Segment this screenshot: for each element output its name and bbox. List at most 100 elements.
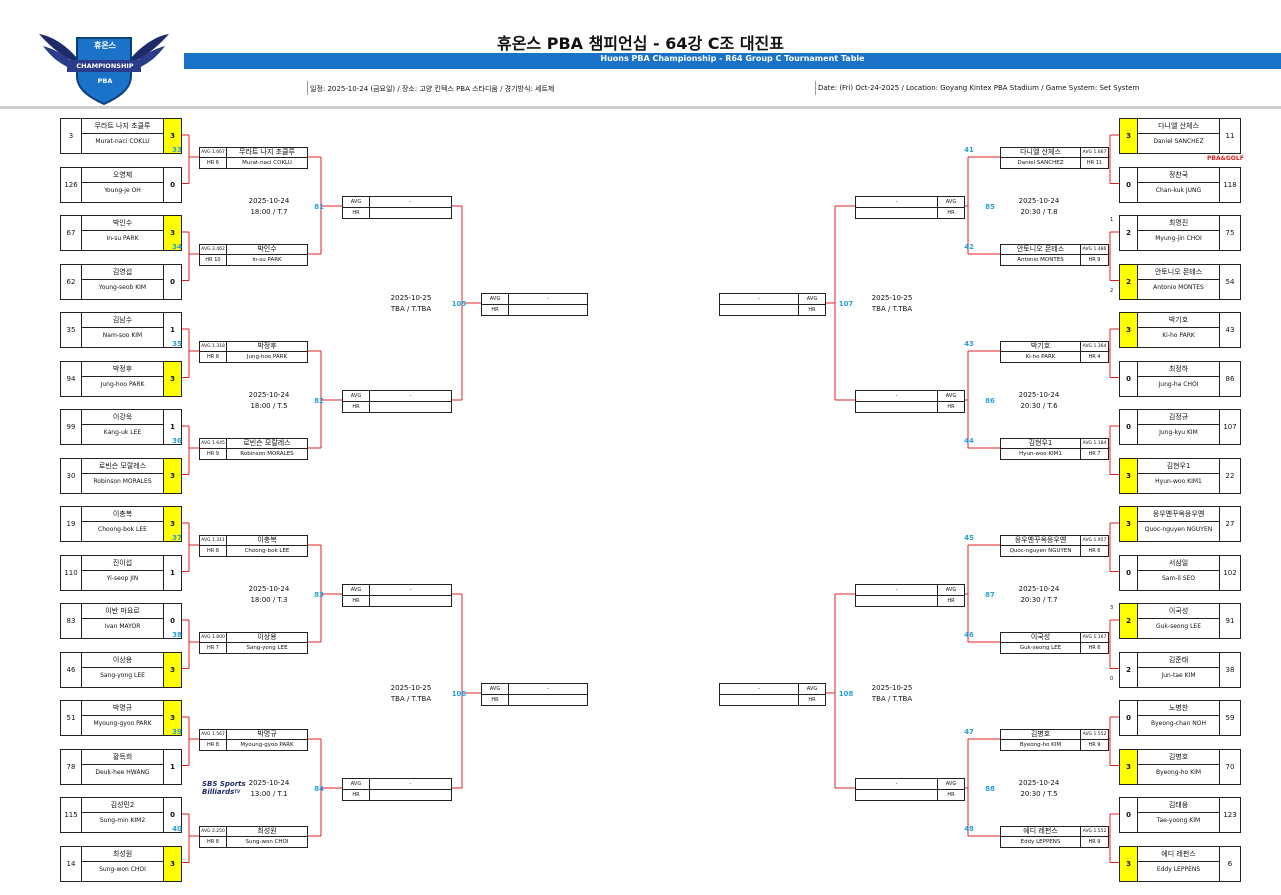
player-name-kr: 무라트 나지 초클루: [82, 119, 163, 134]
avg-value: -: [895, 781, 898, 787]
player-name-kr: 김병호: [1138, 750, 1219, 765]
round2-name-kr: 이국성: [1001, 633, 1080, 643]
hr-value: [370, 402, 451, 412]
match-number: 108: [838, 690, 854, 698]
round2-hr: HR 11: [1086, 160, 1103, 166]
avg-value: -: [758, 296, 760, 302]
match-number: 106: [451, 690, 467, 698]
avg-value: -: [758, 686, 760, 692]
avg-label: AVG: [343, 779, 370, 789]
player-name-en: Antonio MONTES: [1153, 283, 1204, 291]
round2-name-kr: 박기호: [1001, 342, 1080, 352]
hr-label: HR: [482, 695, 509, 705]
round2-hr: HR 6: [1088, 645, 1101, 651]
match-time: TBA / T.TBA: [390, 305, 432, 313]
round2-avg: AVG 1.364: [1081, 342, 1108, 352]
round2-name-kr: 안토니오 몬테스: [1001, 245, 1080, 255]
player-score: 0: [163, 797, 182, 833]
round2-hr: HR 4: [1088, 354, 1101, 360]
player-name-en: Sung-won CHOI: [99, 865, 146, 873]
match-number: 35: [172, 340, 182, 348]
avg-label: AVG: [343, 585, 370, 595]
info-separator: [815, 81, 816, 95]
match-date: 2025-10-24: [248, 197, 290, 205]
round3-row: HR: [343, 402, 451, 412]
hr-value: [370, 790, 451, 800]
match-time: 20:30 / T.6: [1020, 402, 1058, 410]
avg-label: AVG: [937, 779, 964, 789]
shootout-note: 3: [1110, 605, 1114, 611]
round4-row: HR: [720, 305, 825, 315]
shootout-note: 0: [1110, 675, 1114, 682]
avg-label: AVG: [937, 391, 964, 401]
round2-avg: AVG 1.167: [1081, 633, 1108, 643]
title-bar: [184, 53, 1281, 69]
logo-event-text: CHAMPIONSHIP: [76, 62, 134, 70]
avg-label: AVG: [343, 391, 370, 401]
player-name-kr: 김영섭: [82, 265, 163, 280]
player-name-kr: 응우옌꾸옥응우옌: [1138, 507, 1219, 522]
round3-row: HR: [343, 208, 451, 218]
page-subtitle: Huons PBA Championship - R64 Group C Tou…: [600, 54, 865, 63]
match-time: TBA / T.TBA: [390, 695, 432, 703]
round2-name-en: Eddy LEPPENS: [1020, 839, 1061, 845]
player-name-kr: 최성원: [82, 847, 163, 862]
round2-hr: HR 8: [200, 352, 227, 362]
match-number: 107: [838, 300, 854, 308]
hr-label: HR: [343, 596, 370, 606]
round3-box: AVG-HR: [342, 196, 452, 219]
match-date: 2025-10-24: [1018, 779, 1060, 787]
match-number: 43: [964, 340, 974, 348]
hr-value: [720, 695, 798, 705]
match-time: 20:30 / T.8: [1020, 208, 1058, 216]
round2-name-en: In-su PARK: [252, 257, 282, 263]
player-score: 3: [163, 651, 182, 688]
round2-avg: AVG 1.552: [1081, 730, 1108, 740]
match-number: 48: [964, 825, 974, 833]
header-divider: [0, 106, 1281, 109]
round2-name-en: Sang-yong LEE: [246, 645, 288, 651]
logo-brand-text: 휴온스: [93, 41, 117, 50]
player-name-kr: 로빈슨 모랄레스: [82, 459, 163, 474]
player-seed: 11: [1219, 118, 1241, 154]
player-name-kr: 김준태: [1138, 653, 1219, 668]
player-seed: 78: [60, 748, 82, 785]
match-number: 37: [172, 534, 182, 542]
round2-stats: AVG 1.364 HR 4: [1080, 342, 1108, 362]
player-seed: 102: [1219, 554, 1241, 591]
round2-avg: AVG 1.184: [1081, 439, 1108, 449]
player-seed: 67: [60, 215, 82, 251]
round4-row: AVG-: [482, 684, 587, 695]
player-seed: 59: [1219, 700, 1241, 736]
player-score: 0: [1119, 554, 1138, 591]
player-name-kr: 김현우1: [1138, 459, 1219, 474]
player-seed: 43: [1219, 312, 1241, 348]
player-seed: 38: [1219, 651, 1241, 688]
round2-name-kr: 김현우1: [1001, 439, 1080, 449]
round2-name-en: Sung-won CHOI: [245, 839, 289, 845]
player-score: 2: [1119, 215, 1138, 251]
match-time: TBA / T.TBA: [871, 695, 913, 703]
match-number: 87: [985, 591, 995, 599]
